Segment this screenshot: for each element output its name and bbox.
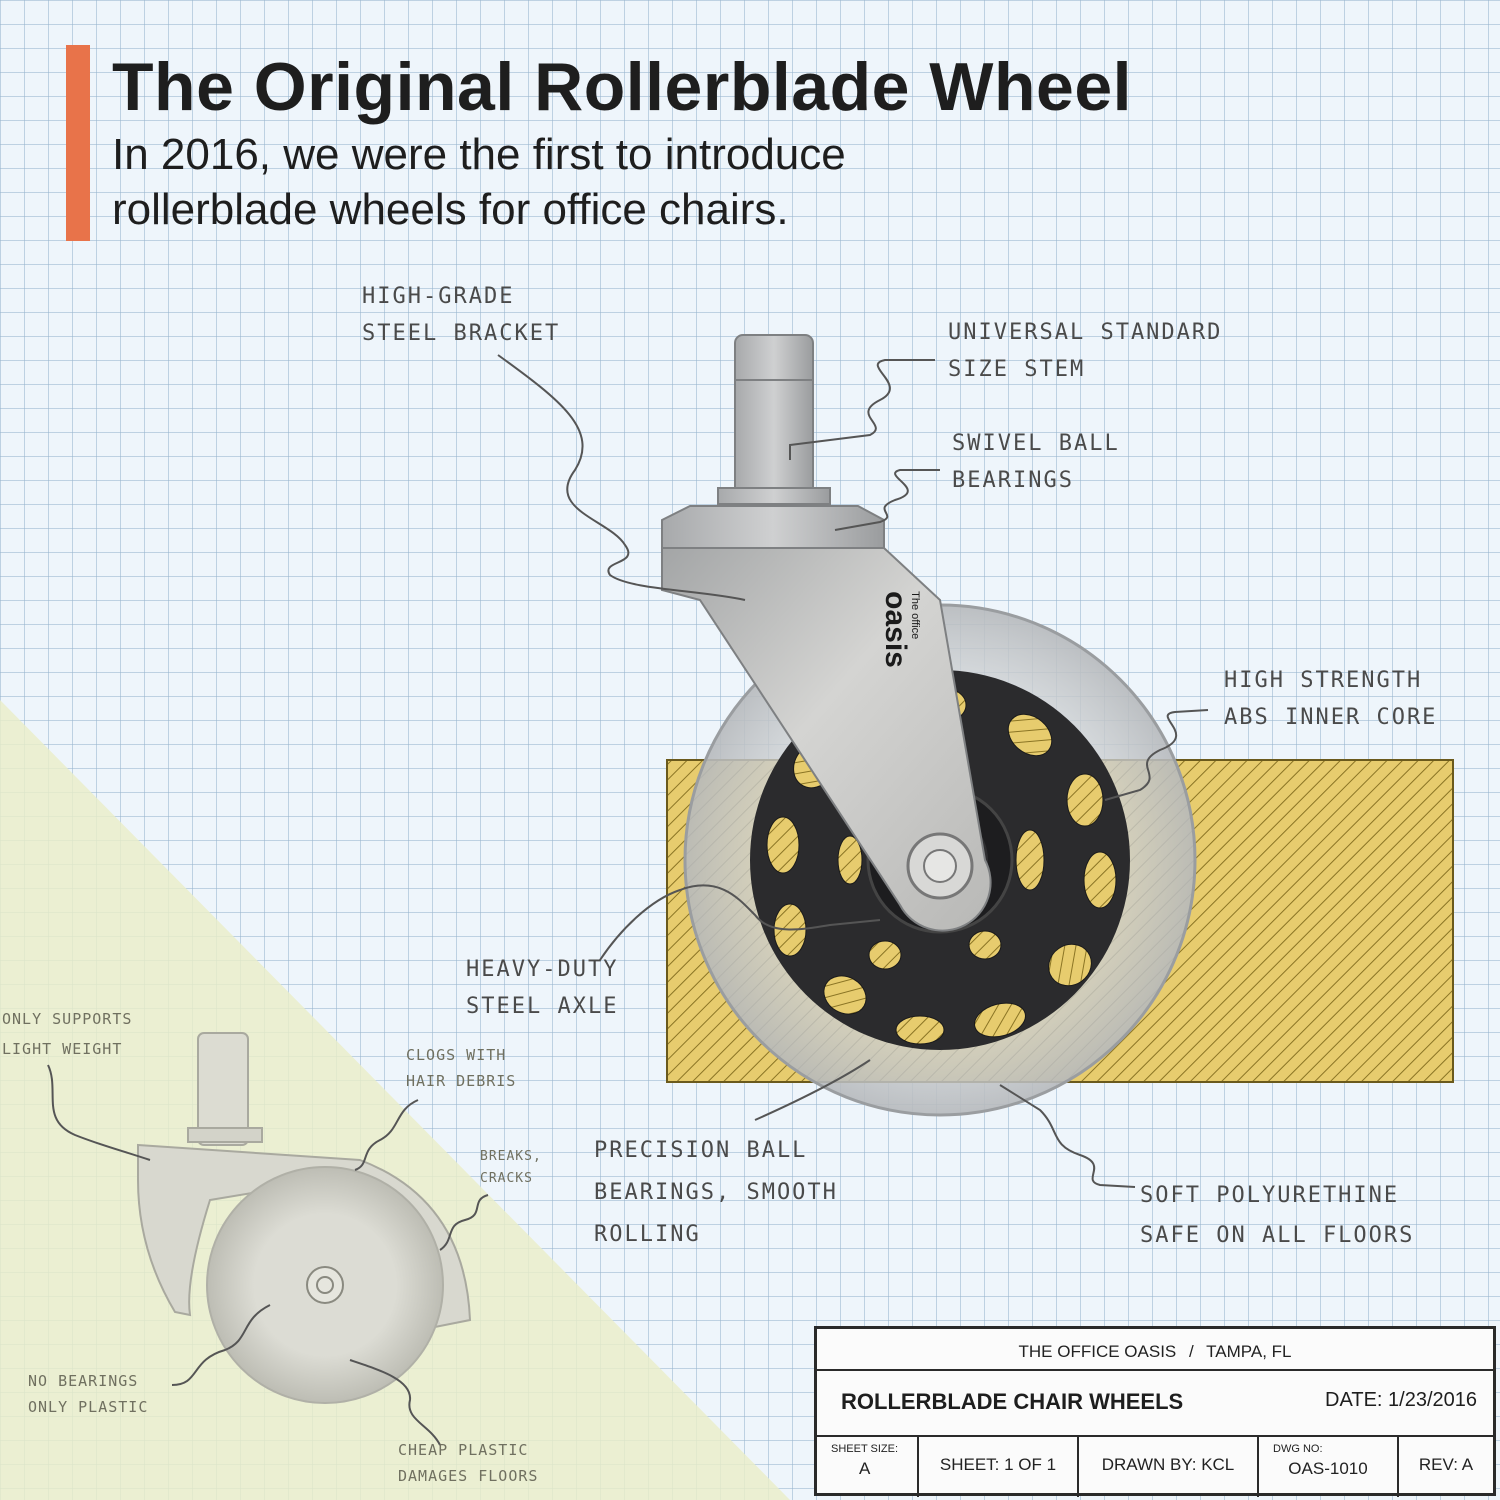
title-block-name-row: ROLLERBLADE CHAIR WHEELS DATE: 1/23/2016	[817, 1371, 1493, 1437]
callout-soft-polyurethane: Soft polyurethine safe on all floors	[1140, 1183, 1415, 1248]
callout-steel-bracket: High-grade steel bracket	[362, 284, 561, 346]
leader-lines	[47, 354, 1209, 1446]
company-location: TAMPA, FL	[1206, 1342, 1292, 1361]
callout-cheap-plastic: Cheap plastic damages floors	[398, 1441, 539, 1485]
callout-precision-bearings: Precision ball bearings, smooth rolling	[594, 1138, 838, 1247]
callout-abs-core: High strength ABS inner core	[1224, 668, 1438, 730]
callout-no-bearings: No bearings only plastic	[28, 1372, 149, 1416]
company-name: THE OFFICE OASIS	[1018, 1342, 1177, 1361]
company-separator: /	[1189, 1342, 1194, 1361]
dwg-no-cell: DWG NO: OAS-1010	[1259, 1437, 1399, 1497]
logo-large-text: oasis	[878, 591, 912, 668]
page-subtitle: In 2016, we were the first to introduce …	[112, 127, 846, 237]
caster-bracket	[661, 334, 992, 932]
drawing-name: ROLLERBLADE CHAIR WHEELS	[841, 1389, 1184, 1414]
page-title: The Original Rollerblade Wheel	[112, 49, 1133, 125]
sheet-size-cell: SHEET SIZE: A	[817, 1437, 919, 1497]
callout-steel-axle: Heavy-duty steel axle	[466, 957, 619, 1019]
drawing-date: DATE: 1/23/2016	[1325, 1389, 1477, 1411]
sheet-cell: SHEET: 1 OF 1	[919, 1437, 1079, 1497]
callout-universal-stem: Universal standard size stem	[948, 320, 1223, 382]
callout-swivel-bearings: Swivel ball bearings	[952, 431, 1120, 493]
subtitle-line-1: In 2016, we were the first to introduce	[112, 130, 846, 179]
callout-light-weight: Only supports light weight	[2, 1010, 133, 1058]
accent-bar	[66, 45, 90, 241]
callout-clogs-debris: Clogs with hair debris	[406, 1046, 517, 1090]
subtitle-line-2: rollerblade wheels for office chairs.	[112, 185, 789, 234]
drawing-title-block: THE OFFICE OASIS / TAMPA, FL ROLLERBLADE…	[814, 1326, 1496, 1497]
drawn-by-cell: DRAWN BY: KCL	[1079, 1437, 1259, 1497]
brand-logo: The office oasis	[878, 591, 921, 668]
cheap-caster	[137, 1032, 472, 1404]
rev-cell: REV: A	[1418, 1455, 1474, 1474]
title-block-company-row: THE OFFICE OASIS / TAMPA, FL	[817, 1329, 1493, 1371]
callout-breaks-cracks: Breaks, cracks	[480, 1149, 542, 1186]
title-block-meta-row: SHEET SIZE: A SHEET: 1 OF 1 DRAWN BY: KC…	[817, 1437, 1493, 1497]
